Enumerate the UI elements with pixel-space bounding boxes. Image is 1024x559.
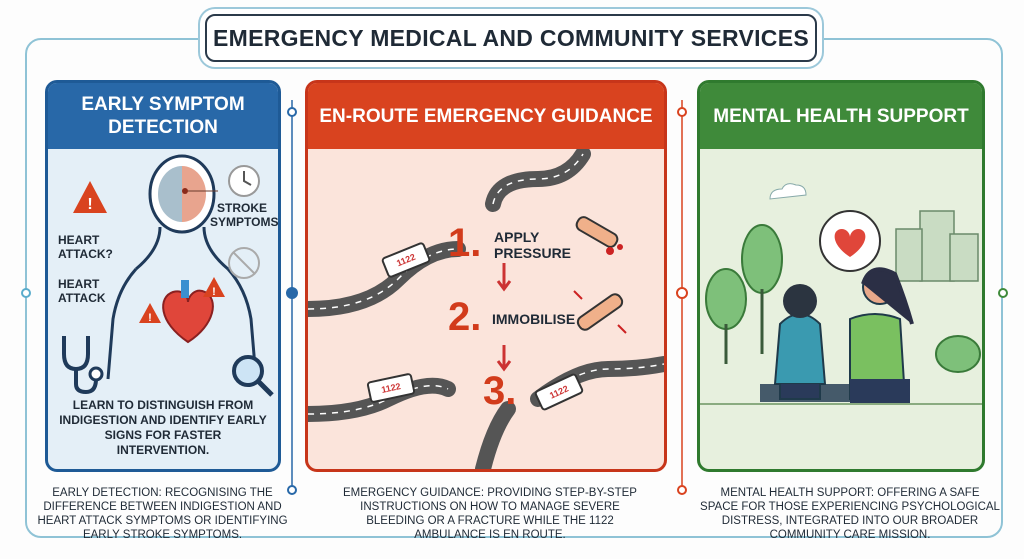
heart-icon	[162, 280, 214, 344]
no-stomach-icon	[228, 247, 260, 279]
caption-emergency-guidance: EMERGENCY GUIDANCE: PROVIDING STEP-BY-ST…	[343, 487, 637, 541]
step-number: 1.	[448, 221, 482, 265]
warning-icon: !	[203, 277, 225, 298]
svg-text:!: !	[148, 312, 152, 324]
step-label: IMMOBILISE	[492, 311, 576, 327]
bandage-bleeding-icon	[575, 216, 623, 255]
panel-title: EARLY SYMPTOM DETECTION	[48, 83, 278, 149]
magnifier-icon	[232, 355, 274, 397]
heart-attack-question-label: HEART ATTACK?	[58, 233, 113, 261]
panel-early-symptom-detection: EARLY SYMPTOM DETECTION ! ! ! STROKE SYM…	[45, 80, 281, 472]
step-label: APPLY PRESSURE	[494, 229, 572, 261]
svg-text:!: !	[212, 286, 216, 298]
caption-early-detection: EARLY DETECTION: RECOGNISING THE DIFFERE…	[37, 487, 288, 541]
page-title: EMERGENCY MEDICAL AND COMMUNITY SERVICES	[205, 14, 817, 62]
panel-note: LEARN TO DISTINGUISH FROM INDIGESTION AN…	[59, 398, 267, 457]
support-illustration	[700, 183, 982, 405]
stroke-symptoms-label: STROKE SYMPTOMS	[210, 201, 279, 229]
heart-attack-label: HEART ATTACK	[58, 277, 106, 305]
panel-title: EN-ROUTE EMERGENCY GUIDANCE	[308, 83, 664, 149]
svg-text:!: !	[87, 196, 92, 213]
step-number: 3.	[483, 369, 517, 413]
body-outline-illustration	[106, 154, 258, 380]
arrow-down-icons	[496, 263, 512, 372]
splint-icon	[573, 290, 627, 334]
panel-title: MENTAL HEALTH SUPPORT	[700, 83, 982, 149]
panel-en-route-emergency-guidance: EN-ROUTE EMERGENCY GUIDANCE 1122 1122 11…	[305, 80, 667, 472]
clock-icon	[228, 165, 260, 197]
step-number: 2.	[448, 295, 482, 339]
heart-warning-icon: !	[73, 181, 107, 213]
stethoscope-icon	[62, 336, 104, 394]
warning-icon: !	[139, 303, 161, 324]
caption-mental-health: MENTAL HEALTH SUPPORT: OFFERING A SAFE S…	[700, 487, 1000, 541]
panel-mental-health-support: MENTAL HEALTH SUPPORT	[697, 80, 985, 472]
